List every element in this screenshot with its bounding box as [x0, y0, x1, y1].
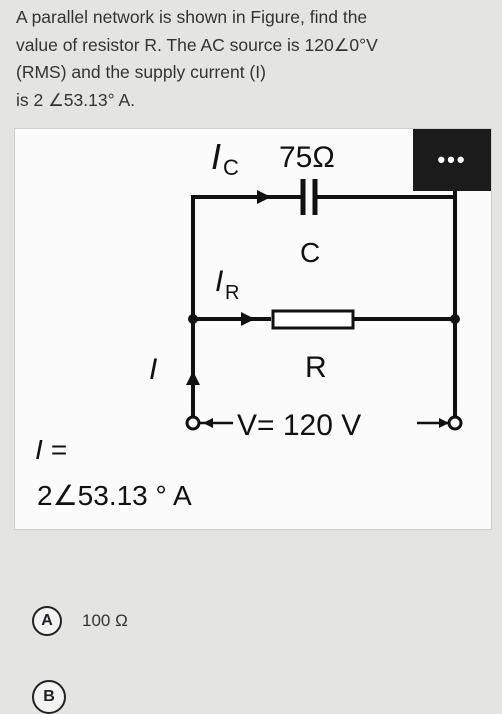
voltage-arrowhead-left	[203, 418, 213, 428]
ic-subscript: C	[223, 155, 239, 180]
right-junction-dot	[450, 314, 460, 324]
question-text: A parallel network is shown in Figure, f…	[16, 4, 486, 114]
option-a-text[interactable]: 100 Ω	[82, 611, 128, 630]
resistor-symbol	[271, 309, 355, 330]
question-line: (RMS) and the supply current (I)	[16, 62, 266, 82]
voltage-arrowhead-right	[439, 418, 449, 428]
more-options-button[interactable]: •••	[413, 129, 491, 191]
option-b-badge[interactable]: B	[32, 680, 66, 714]
left-terminal	[185, 415, 201, 431]
right-terminal	[447, 415, 463, 431]
capacitance-value: 75Ω	[279, 141, 335, 174]
question-line: A parallel network is shown in Figure, f…	[16, 7, 368, 27]
option-a-badge[interactable]: A	[32, 606, 62, 636]
supply-current-label: I	[149, 353, 157, 386]
circuit-diagram: I C 75Ω C I R I R V= 120 V I = 2∠53.13 °…	[35, 136, 463, 511]
question-line: is 2 ∠53.13° A.	[16, 89, 136, 110]
resistor-letter: R	[305, 351, 327, 384]
current-value: 2∠53.13 ° A	[37, 480, 192, 511]
capacitor-letter: C	[300, 237, 320, 268]
question-line: value of resistor R. The AC source is 12…	[16, 34, 378, 55]
option-a[interactable]: A 100 Ω	[32, 606, 128, 636]
voltage-label: V= 120 V	[237, 409, 361, 442]
ic-label: I	[211, 136, 221, 177]
i-arrowhead	[186, 371, 200, 385]
ic-arrowhead	[257, 190, 271, 204]
ir-label: I	[215, 265, 223, 298]
circuit-figure: I C 75Ω C I R I R V= 120 V I = 2∠53.13 °…	[14, 128, 492, 530]
ir-subscript: R	[225, 282, 239, 304]
current-equation-label: I =	[35, 434, 67, 465]
ir-arrowhead	[241, 312, 255, 326]
